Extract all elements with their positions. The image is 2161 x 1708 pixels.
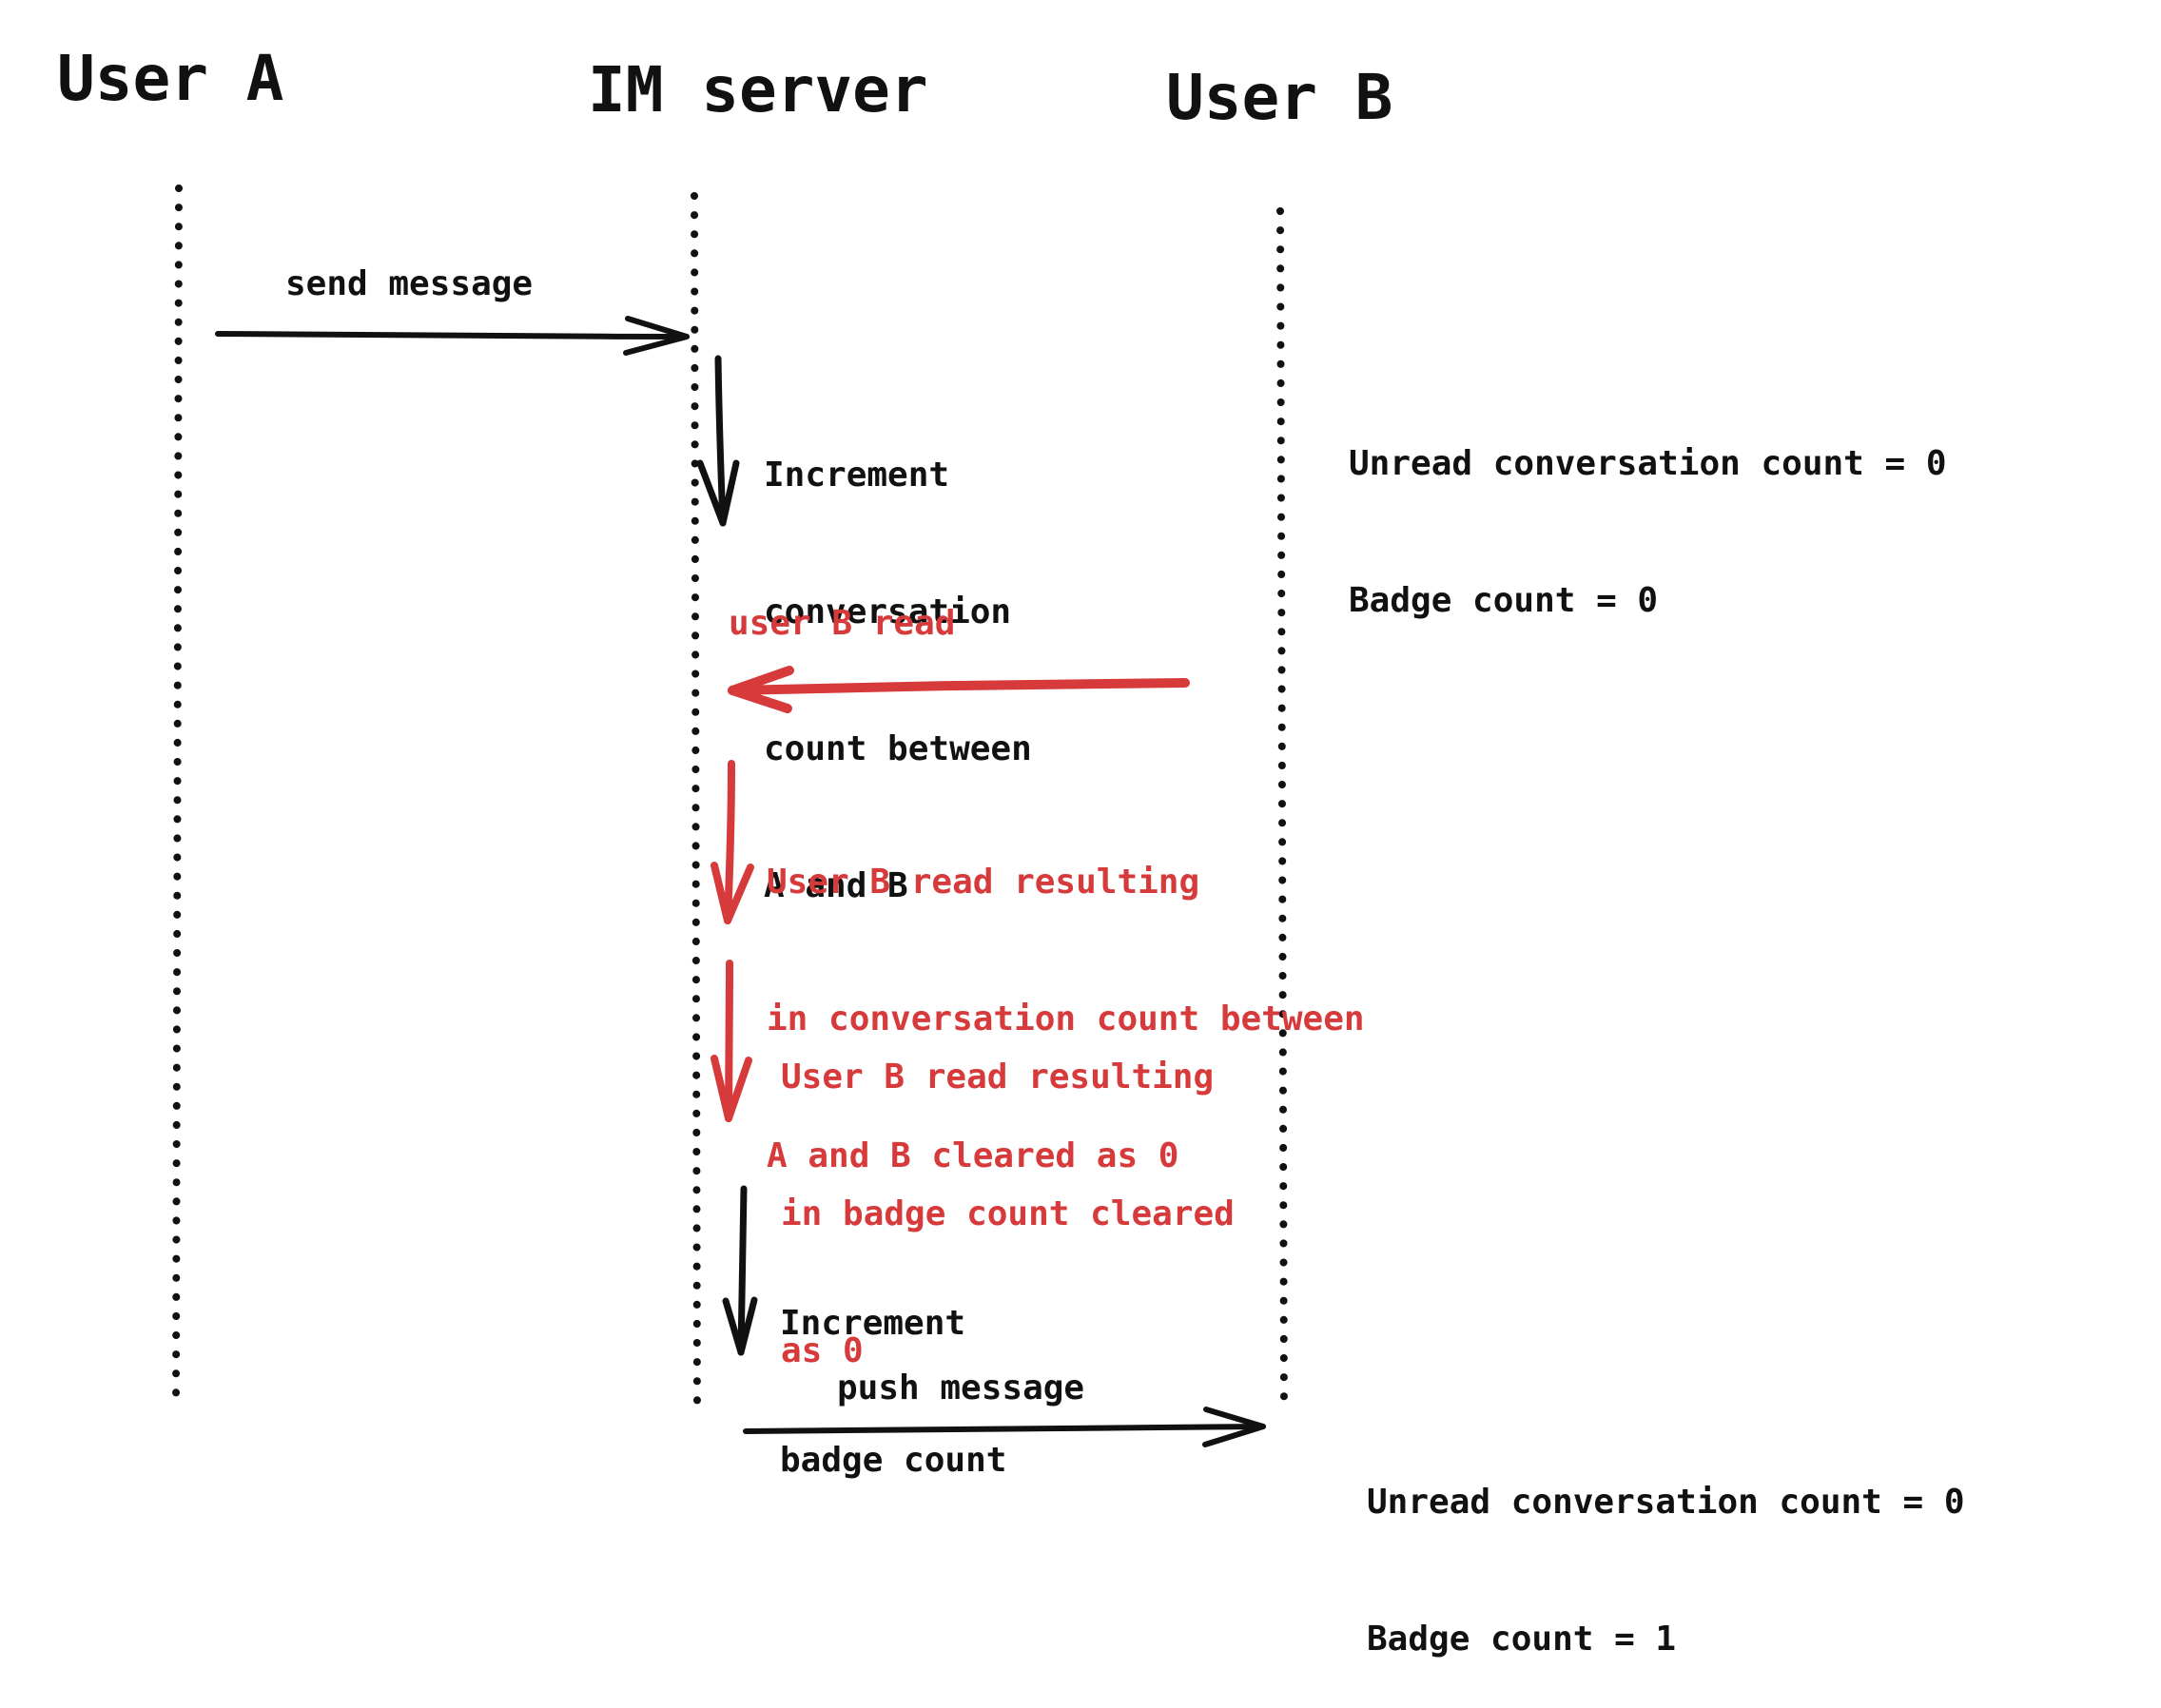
label-clear-badge: User B read resulting in badge count cle… bbox=[781, 963, 1235, 1420]
label-line: conversation bbox=[764, 592, 1012, 631]
label-line: in badge count cleared bbox=[781, 1194, 1235, 1233]
arrow-clear-badge bbox=[711, 960, 752, 1122]
label-line: A and B cleared as 0 bbox=[767, 1136, 1179, 1175]
label-line: User B read resulting bbox=[767, 863, 1200, 902]
label-line: badge count bbox=[780, 1441, 1007, 1480]
note-state-after: Unread conversation count = 0 Badge coun… bbox=[1367, 1388, 1965, 1708]
participant-user-b: User B bbox=[1166, 61, 1393, 134]
participant-im-server: IM server bbox=[588, 53, 928, 126]
lifelines bbox=[172, 184, 1288, 1419]
label-increment-conversation: Increment conversation count between A a… bbox=[764, 361, 1032, 955]
lifeline-im-server bbox=[691, 192, 701, 1419]
participant-user-a: User A bbox=[57, 42, 284, 115]
label-line: Increment bbox=[780, 1304, 966, 1343]
arrow-increment-conversation bbox=[696, 355, 740, 527]
arrow-push-message bbox=[743, 1407, 1266, 1447]
label-line: count between bbox=[764, 729, 1032, 768]
label-line: as 0 bbox=[781, 1331, 864, 1370]
label-push-message: push message bbox=[837, 1368, 1085, 1407]
label-line: A and B bbox=[764, 866, 908, 905]
note-line: Badge count = 1 bbox=[1367, 1620, 1677, 1659]
arrow-clear-conversation bbox=[711, 760, 754, 924]
label-increment-badge: Increment badge count bbox=[780, 1210, 1006, 1529]
label-clear-conversation: User B read resulting in conversation co… bbox=[767, 768, 1365, 1225]
note-line: Unread conversation count = 0 bbox=[1367, 1483, 1965, 1522]
sequence-diagram bbox=[172, 184, 1288, 1447]
note-state-before: Unread conversation count = 0 Badge coun… bbox=[1349, 350, 1947, 670]
label-send-message: send message bbox=[285, 264, 534, 303]
label-user-b-read: user B read bbox=[729, 604, 956, 643]
arrow-increment-badge bbox=[722, 1185, 758, 1356]
note-line: Badge count = 0 bbox=[1349, 581, 1659, 620]
note-line: Unread conversation count = 0 bbox=[1349, 444, 1947, 483]
arrow-user-b-read bbox=[728, 666, 1190, 713]
lifeline-user-a bbox=[172, 184, 183, 1413]
label-line: in conversation count between bbox=[767, 1000, 1365, 1038]
label-line: User B read resulting bbox=[781, 1058, 1215, 1097]
arrow-send-message bbox=[215, 316, 690, 356]
label-line: Increment bbox=[764, 456, 950, 495]
